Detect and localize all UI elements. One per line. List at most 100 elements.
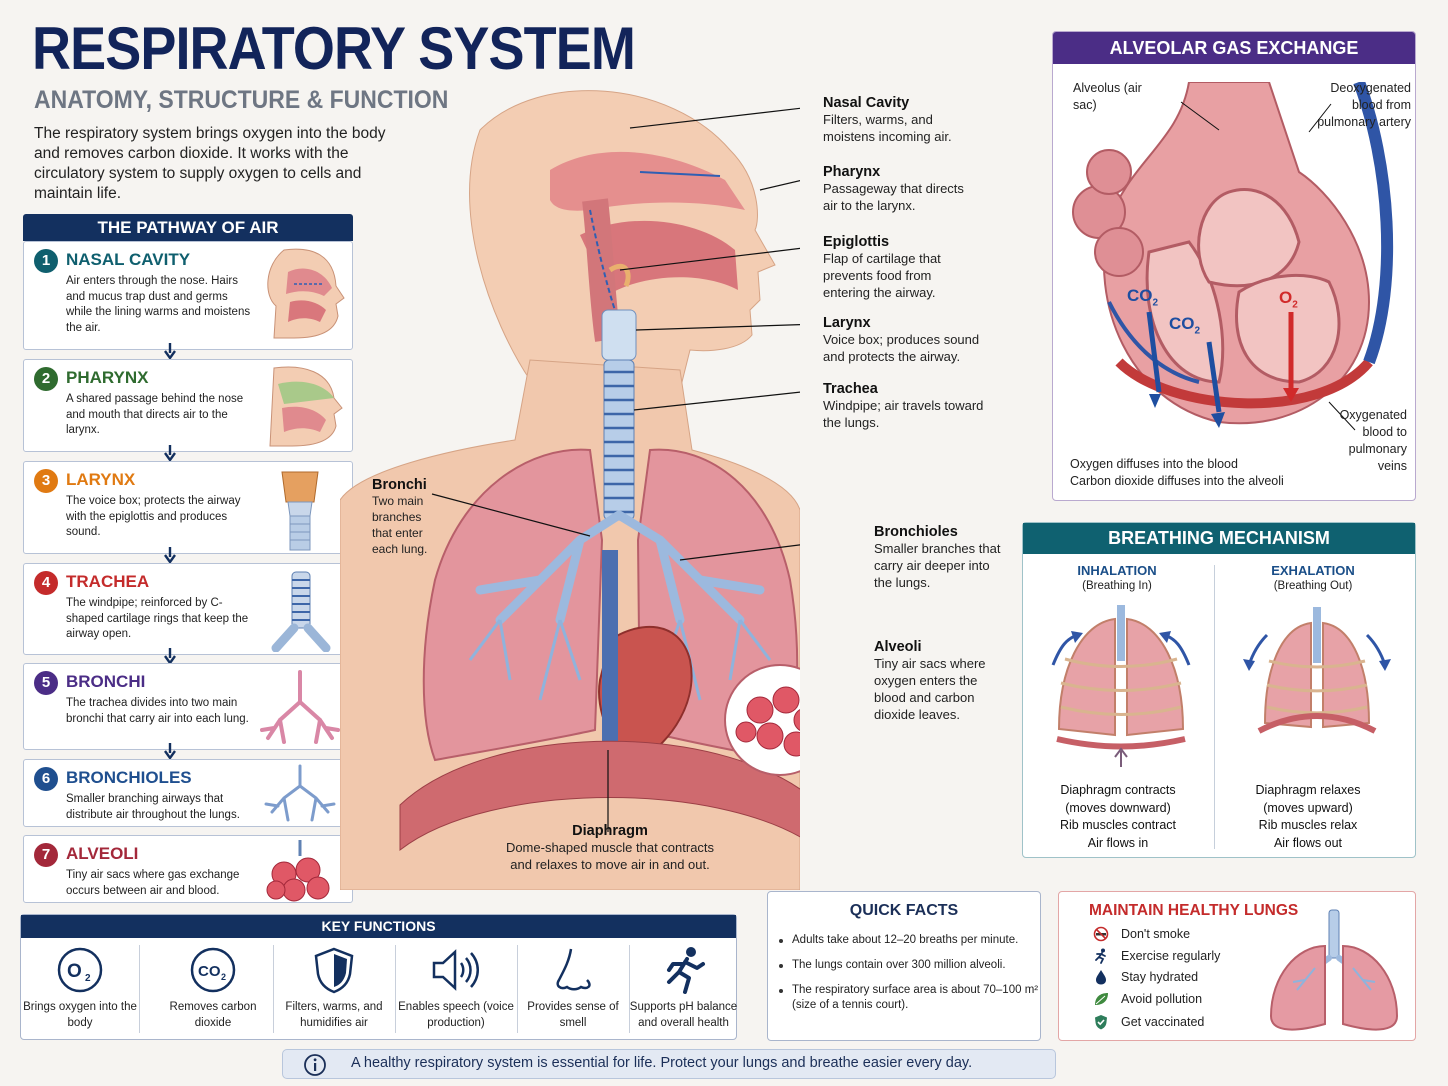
label-trachea: Trachea Windpipe; air travels toward the… [823,381,984,430]
pathway-step-pharynx: 2 PHARYNX A shared passage behind the no… [23,359,353,452]
exhalation-title: EXHALATION [1271,563,1355,578]
step-name: NASAL CAVITY [66,250,191,269]
breathing-heading: BREATHING MECHANISM [1023,523,1415,554]
shield-check-icon [1095,1015,1107,1030]
pathway-step-trachea: 4 TRACHEA The windpipe; reinforced by C-… [23,563,353,655]
quick-fact-item: Adults take about 12–20 breaths per minu… [779,933,1040,948]
speaker-icon [432,949,479,991]
step-number: 4 [34,571,58,595]
quick-fact-item: The respiratory surface area is about 70… [779,984,1039,1011]
key-function-co2: CO 2 Removes carbon dioxide [153,938,273,1041]
label-bronchioles: Bronchioles Smaller branches that carry … [874,524,1001,590]
step-name: TRACHEA [66,572,150,591]
o2-label: O2 [1279,288,1298,311]
key-function-label: Removes carbon dioxide [169,1001,257,1029]
label-bronchi: Bronchi Two main branches that enter eac… [372,477,428,556]
step-number: 7 [34,843,58,867]
key-function-label: Provides sense of smell [527,1001,619,1029]
healthy-tip-item: Avoid pollution [1121,992,1203,1006]
step-number: 6 [34,767,58,791]
pharynx-illustration [269,366,343,447]
no-smoking-icon [1093,926,1109,942]
key-function-label: Filters, warms, and humidifies air [285,1001,383,1029]
key-function-label: Supports pH balance and overall health [629,1001,738,1029]
gas-exchange-note-co2: Carbon dioxide diffuses into the alveoli [1070,474,1284,488]
alveolus-label: Alveolus (air sac) [1073,81,1142,112]
arrow-down-icon [164,445,176,461]
key-function-oxygen: O 2 Brings oxygen into the body [21,938,139,1041]
nasal-cavity-illustration [267,248,345,339]
trachea-illustration [271,571,331,652]
label-alveoli: Alveoli Tiny air sacs where oxygen enter… [874,639,986,722]
alveoli-illustration [266,840,330,902]
quick-facts-panel: QUICK FACTS Adults take about 12–20 brea… [767,891,1041,1041]
step-name: ALVEOLI [66,844,139,863]
arrow-down-icon [164,743,176,759]
step-desc: The voice box; protects the airway with … [66,495,241,538]
gas-exchange-note-oxygen: Oxygen diffuses into the blood [1070,457,1238,471]
healthy-tip-item: Get vaccinated [1121,1015,1205,1029]
pathway-heading: THE PATHWAY OF AIR [23,214,353,241]
healthy-tip-item: Don't smoke [1121,927,1191,941]
alveolar-exchange-illustration [1072,82,1394,431]
breathing-mechanism-panel: BREATHING MECHANISM INHALATION (Breathin… [1022,522,1416,858]
step-desc: Air enters through the nose. Hairs and m… [66,275,251,334]
co2-icon-subscript: 2 [221,972,226,982]
co2-icon-text: CO [198,963,221,980]
bronchioles-illustration [264,764,336,822]
key-function-label: Enables speech (voice production) [398,1001,514,1029]
pathway-step-alveoli: 7 ALVEOLI Tiny air sacs where gas exchan… [23,835,353,903]
exhalation-subtitle: (Breathing Out) [1273,580,1353,592]
step-number: 5 [34,671,58,695]
footer-banner: A healthy respiratory system is essentia… [282,1049,1056,1079]
step-name: BRONCHI [66,672,146,691]
o2-icon-subscript: 2 [85,973,91,984]
runner-icon [1095,948,1106,964]
inhalation-subtitle: (Breathing In) [1082,580,1152,592]
step-number: 1 [34,249,58,273]
healthy-lungs-heading: MAINTAIN HEALTHY LUNGS [1089,902,1299,919]
o2-icon-text: O [67,961,82,982]
step-desc: Tiny air sacs where gas exchange occurs … [66,869,240,897]
nose-icon [556,948,591,991]
intro-text: The respiratory system brings oxygen int… [34,125,386,202]
healthy-tip-item: Exercise regularly [1121,949,1221,963]
alveolar-gas-exchange-panel: ALVEOLAR GAS EXCHANGE Alveolus [1052,31,1416,501]
arrow-down-icon [164,343,176,359]
o2-icon: O 2 [57,947,103,993]
key-function-filter: Filters, warms, and humidifies air [273,938,395,1041]
inhalation-title: INHALATION [1077,563,1157,578]
exhalation-steps: Diaphragm relaxes (moves upward) Rib mus… [1255,783,1361,850]
info-icon [304,1054,326,1076]
key-function-ph-balance: Supports pH balance and overall health [629,938,738,1041]
inhalation-steps: Diaphragm contracts (moves downward) Rib… [1059,783,1176,850]
label-nasal-cavity: Nasal Cavity Filters, warms, and moisten… [823,95,952,144]
bronchi-illustration [260,670,340,744]
page-subtitle: ANATOMY, STRUCTURE & FUNCTION [34,86,449,114]
key-function-label: Brings oxygen into the body [23,1001,137,1029]
alveolar-heading: ALVEOLAR GAS EXCHANGE [1053,32,1415,64]
arrow-down-icon [164,648,176,664]
pathway-step-larynx: 3 LARYNX The voice box; protects the air… [23,461,353,554]
key-functions-heading: KEY FUNCTIONS [21,915,736,938]
inhalation-lungs-illustration [1051,605,1191,767]
label-epiglottis: Epiglottis Flap of cartilage that preven… [823,234,941,300]
column-divider [1214,565,1215,849]
arrow-down-icon [164,547,176,563]
shield-icon [314,947,354,994]
deoxygenated-blood-label: Deoxygenated blood from pulmonary artery [1317,81,1411,129]
co2-label-1: CO2 [1127,286,1159,309]
label-larynx: Larynx Voice box; produces sound and pro… [823,315,980,364]
step-name: BRONCHIOLES [66,768,192,787]
step-number: 2 [34,367,58,391]
page-title: RESPIRATORY SYSTEM [32,15,636,82]
step-desc: A shared passage behind the nose and mou… [66,393,244,436]
step-desc: Smaller branching airways that distribut… [66,793,240,821]
co2-icon: CO 2 [190,947,236,993]
healthy-lungs-panel: MAINTAIN HEALTHY LUNGS Don't smoke Exerc… [1058,891,1416,1041]
footer-text: A healthy respiratory system is essentia… [351,1055,973,1071]
co2-label-2: CO2 [1169,314,1201,337]
step-desc: The trachea divides into two main bronch… [66,697,249,725]
healthy-tip-item: Stay hydrated [1121,970,1199,984]
